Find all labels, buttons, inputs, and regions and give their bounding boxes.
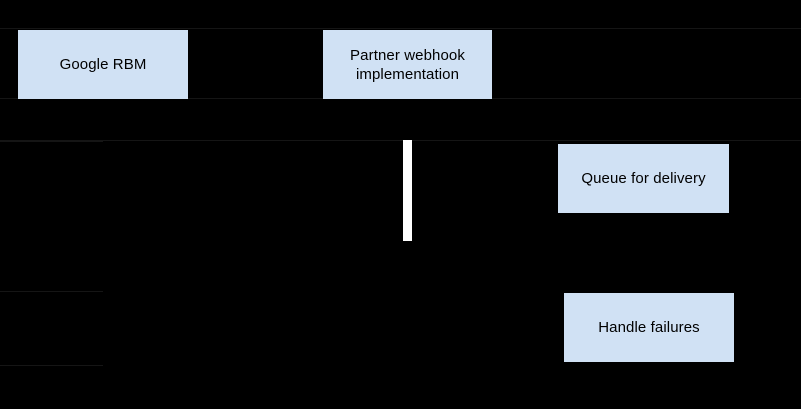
node-label-handle-failures: Handle failures	[598, 319, 700, 336]
gridline-lower	[0, 291, 103, 292]
node-google-rbm[interactable]: Google RBM	[18, 30, 188, 99]
vertical-connector-bar	[403, 140, 412, 241]
node-label-google-rbm: Google RBM	[59, 56, 147, 73]
gridline-top	[0, 28, 801, 29]
gridline-mid	[0, 140, 801, 141]
gridline-right	[600, 98, 801, 99]
node-handle-failures[interactable]: Handle failures	[564, 293, 734, 362]
node-label-partner-webhook-implementation: Partner webhook implementation	[350, 46, 465, 83]
node-partner-webhook-implementation[interactable]: Partner webhook implementation	[323, 30, 492, 99]
node-label-queue-for-delivery: Queue for delivery	[581, 170, 706, 187]
gridline-left-a	[0, 141, 103, 142]
node-queue-for-delivery[interactable]: Queue for delivery	[558, 144, 729, 213]
gridline-bottom	[0, 365, 103, 366]
